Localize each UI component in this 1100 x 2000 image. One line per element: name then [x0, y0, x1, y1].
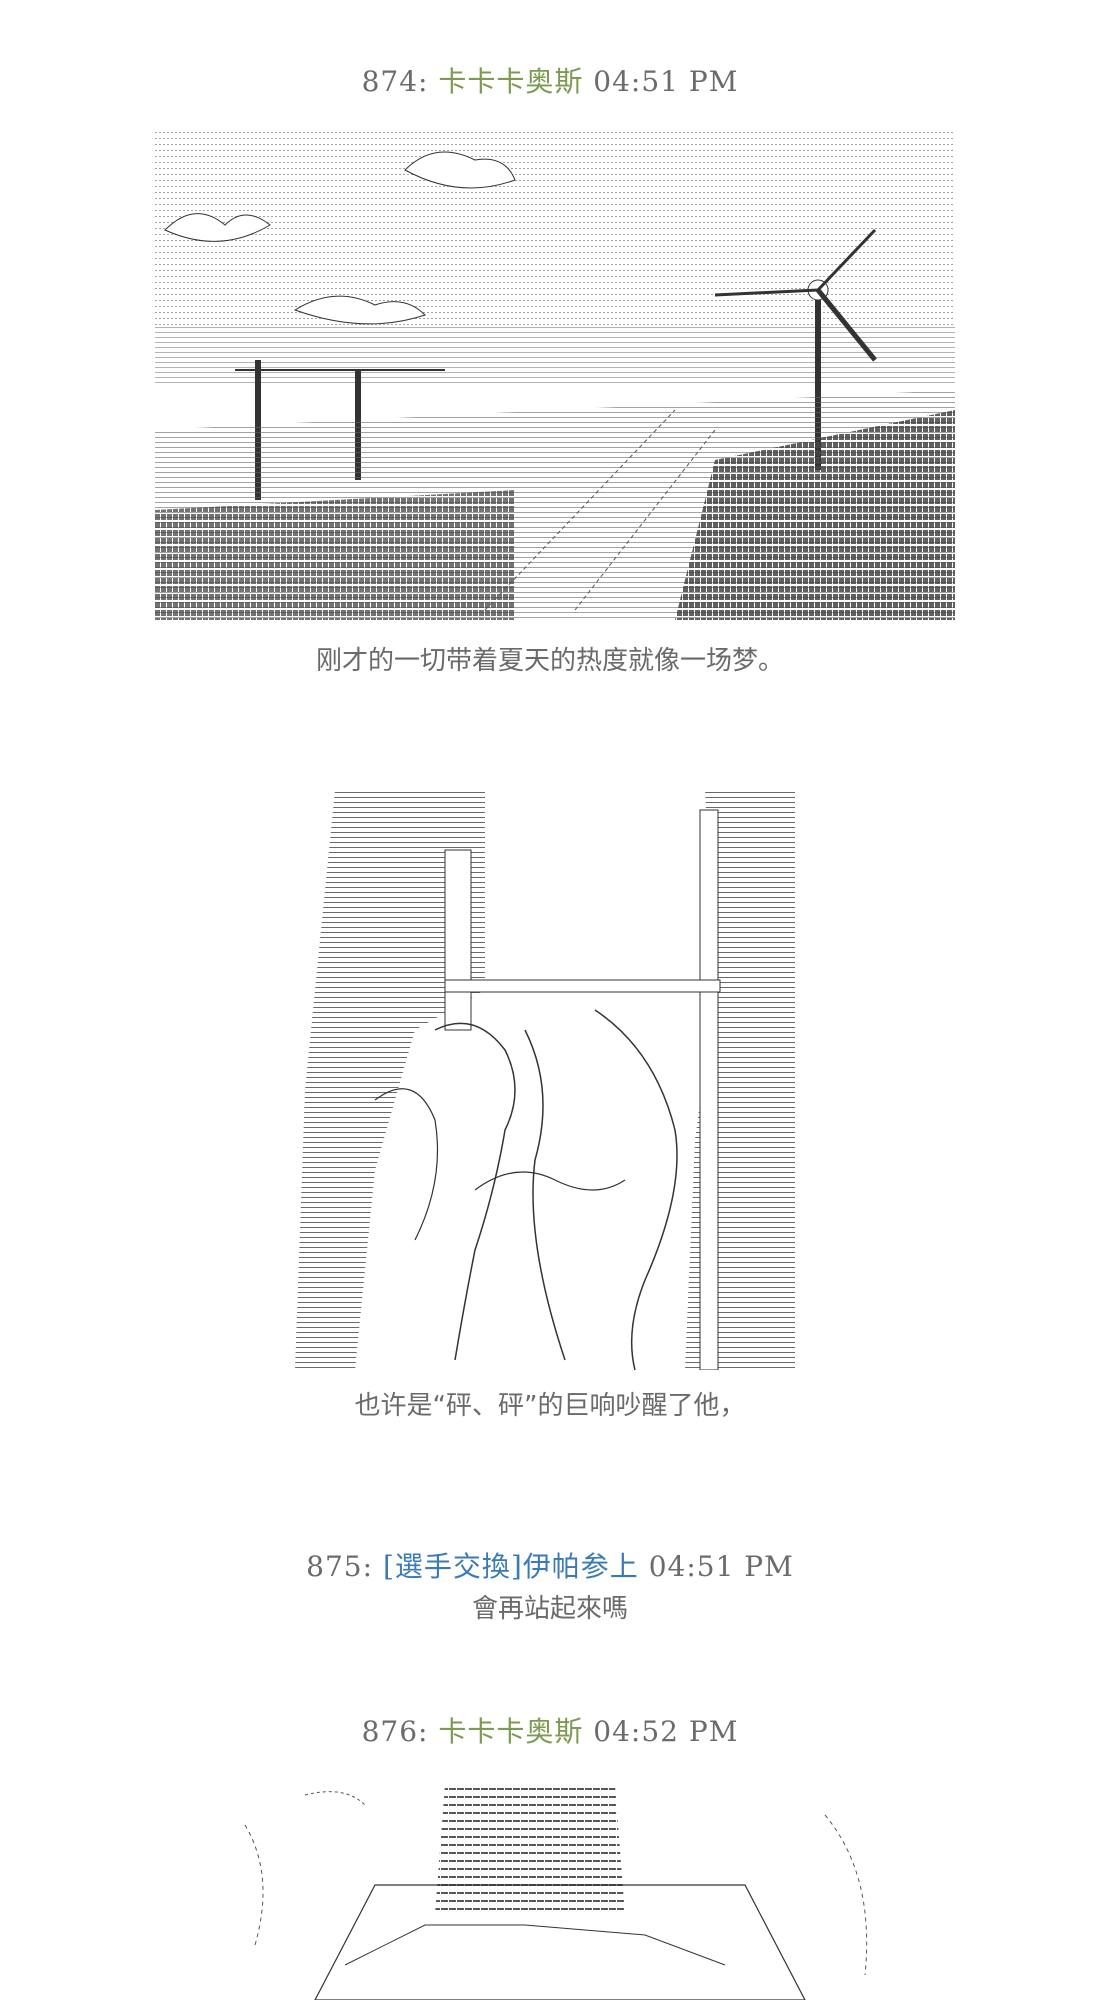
- tower-art-svg: [244, 1785, 868, 2000]
- post-time: 04:51 PM: [648, 1550, 794, 1583]
- landscape-art-svg: [155, 130, 955, 620]
- post-author[interactable]: [選手交換]伊帕参上: [382, 1550, 639, 1583]
- post-875-body: 會再站起來嗎: [471, 1594, 628, 1624]
- post-874-caption-1: 刚才的一切带着夏天的热度就像一场梦。: [315, 646, 784, 676]
- post-time: 04:52 PM: [593, 1715, 739, 1748]
- post-author[interactable]: 卡卡卡奥斯: [438, 1715, 584, 1748]
- post-number: 876: [361, 1715, 419, 1748]
- post-number: 875: [306, 1550, 363, 1583]
- figure-art-svg: [295, 790, 795, 1370]
- ascii-art-figure: [295, 790, 795, 1370]
- ascii-art-tower: [225, 1785, 885, 2000]
- post-874-header: 874: 卡卡卡奥斯 04:51 PM: [0, 60, 1100, 100]
- ascii-art-landscape: [155, 130, 955, 620]
- post-separator: :: [362, 1550, 374, 1583]
- post-876-header: 876: 卡卡卡奥斯 04:52 PM: [0, 1710, 1100, 1750]
- post-875-header: 875: [選手交換]伊帕参上 04:51 PM: [0, 1545, 1100, 1585]
- post-separator: :: [418, 65, 429, 98]
- post-number: 874: [361, 65, 419, 98]
- post-author[interactable]: 卡卡卡奥斯: [438, 65, 584, 98]
- post-time: 04:51 PM: [593, 65, 739, 98]
- post-874-caption-2: 也许是“砰、砰”的巨响吵醒了他，: [354, 1391, 746, 1421]
- post-separator: :: [418, 1715, 429, 1748]
